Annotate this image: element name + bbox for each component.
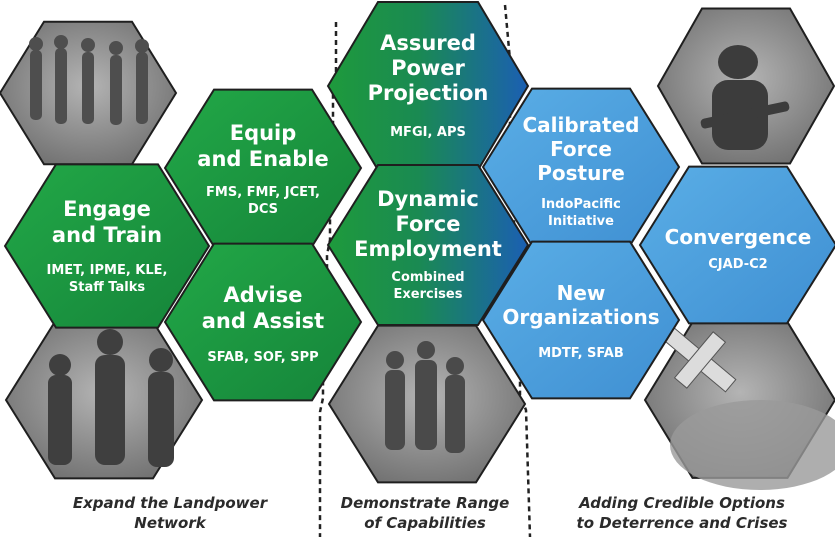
text-line: Combined <box>391 270 464 285</box>
hex-convergence-sub: CJAD-C2 <box>708 257 767 272</box>
text-line: Assured <box>380 31 476 55</box>
text-line: of Capabilities <box>364 514 486 532</box>
text-line: IndoPacific <box>541 197 621 212</box>
soldiers-meeting-icon <box>48 329 174 467</box>
text-line: Convergence <box>665 225 812 249</box>
text-line: Organizations <box>502 305 659 329</box>
text-line: to Deterrence and Crises <box>577 514 788 532</box>
hex-advise-sub: SFAB, SOF, SPP <box>207 350 318 365</box>
photo-hex-soldier <box>656 7 835 165</box>
text-line: Staff Talks <box>69 280 145 295</box>
hex-assured-sub: MFGI, APS <box>390 125 466 140</box>
hex-engage-sub: IMET, IPME, KLE, Staff Talks <box>47 263 168 295</box>
photo-hex-satellite <box>643 321 835 490</box>
text-line: DCS <box>248 202 278 217</box>
text-line: and Enable <box>197 147 328 171</box>
text-line: Projection <box>368 81 489 105</box>
text-line: Power <box>391 56 465 80</box>
text-line: MDTF, SFAB <box>538 346 624 361</box>
text-line: Calibrated <box>522 113 639 137</box>
text-line: Adding Credible Options <box>578 494 785 512</box>
text-line: Engage <box>63 197 151 221</box>
text-line: and Assist <box>202 309 324 333</box>
text-line: Dynamic <box>377 187 479 211</box>
text-line: Force <box>396 212 461 236</box>
text-line: IMET, IPME, KLE, <box>47 263 168 278</box>
text-line: Employment <box>354 237 502 261</box>
text-line: Demonstrate Range <box>341 494 510 512</box>
hex-convergence-title: Convergence <box>665 225 812 249</box>
soldiers-formation-icon <box>29 35 149 125</box>
photo-hex-troops <box>0 20 178 166</box>
text-line: FMS, FMF, JCET, <box>206 185 320 200</box>
text-line: Advise <box>224 283 303 307</box>
photo-hex-exercise <box>327 324 527 484</box>
armed-soldier-icon <box>700 45 790 150</box>
satellite-icon <box>663 327 835 490</box>
text-line: Exercises <box>394 287 463 302</box>
text-line: Posture <box>537 161 625 185</box>
text-line: Network <box>134 514 206 532</box>
text-line: SFAB, SOF, SPP <box>207 350 318 365</box>
caption-demonstrate-range: Demonstrate Range of Capabilities <box>341 494 510 532</box>
text-line: MFGI, APS <box>390 125 466 140</box>
text-line: CJAD-C2 <box>708 257 767 272</box>
caption-credible-options: Adding Credible Options to Deterrence and… <box>577 494 788 532</box>
photo-hex-meeting <box>4 320 204 480</box>
text-line: and Train <box>52 223 162 247</box>
text-line: Initiative <box>548 214 614 229</box>
hex-new-org-sub: MDTF, SFAB <box>538 346 624 361</box>
text-line: New <box>557 281 606 305</box>
text-line: Expand the Landpower <box>73 494 269 512</box>
soldiers-exercise-icon <box>385 341 465 453</box>
text-line: Force <box>550 137 612 161</box>
hex-convergence: Convergence CJAD-C2 <box>638 165 835 325</box>
hex-equip-sub: FMS, FMF, JCET, DCS <box>206 185 320 217</box>
text-line: Equip <box>230 121 297 145</box>
